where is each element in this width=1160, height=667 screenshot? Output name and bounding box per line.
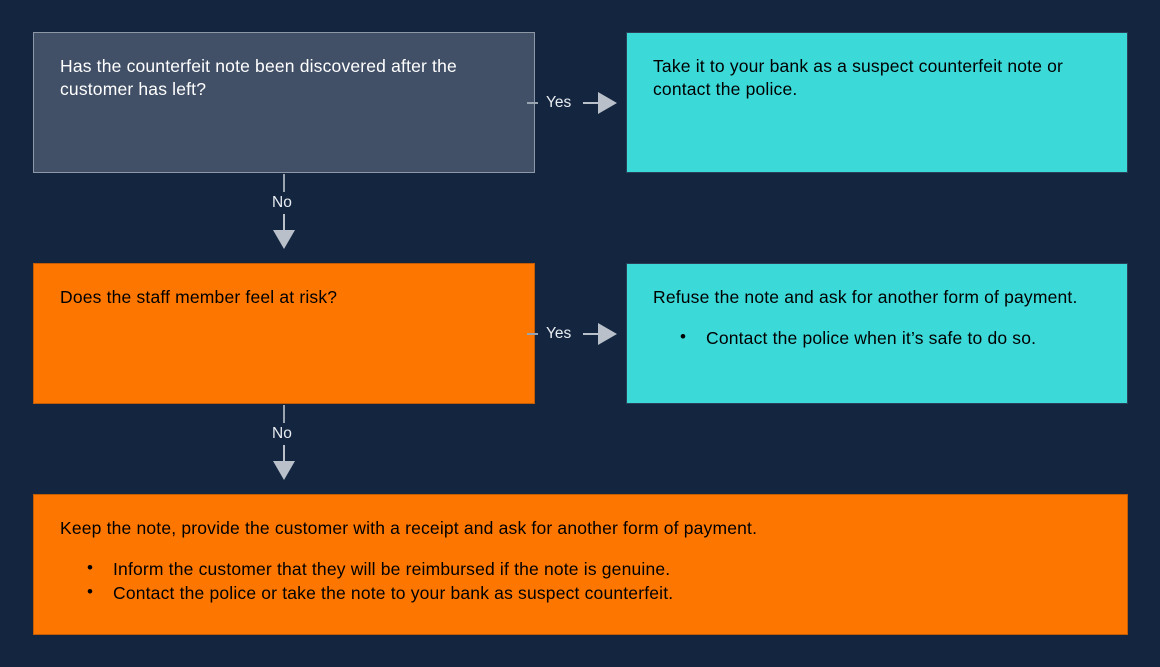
node-action-keep-note-bullets: Inform the customer that they will be re…: [60, 556, 1101, 605]
connector-discovered-yes-label: Yes: [546, 94, 572, 111]
text-spacer: [653, 309, 1101, 326]
node-action-refuse-note-bullets: Contact the police when it’s safe to do …: [653, 325, 1101, 350]
connector-discovered-no-label: No: [272, 194, 292, 211]
list-item: Inform the customer that they will be re…: [60, 556, 1101, 581]
connector-at-risk-yes-label: Yes: [546, 325, 572, 342]
connector-at-risk-no-shaft: [283, 445, 285, 463]
connector-discovered-yes-shaft: [583, 102, 599, 104]
node-question-at-risk-text: Does the staff member feel at risk?: [60, 287, 338, 307]
node-action-keep-note-text: Keep the note, provide the customer with…: [60, 518, 758, 538]
node-question-at-risk[interactable]: Does the staff member feel at risk?: [33, 263, 535, 404]
list-item: Contact the police or take the note to y…: [60, 580, 1101, 605]
arrow-right-icon: [598, 323, 617, 345]
node-question-discovered[interactable]: Has the counterfeit note been discovered…: [33, 32, 535, 173]
node-action-bank-or-police[interactable]: Take it to your bank as a suspect counte…: [626, 32, 1128, 173]
arrow-down-icon: [273, 461, 295, 480]
node-action-bank-or-police-text: Take it to your bank as a suspect counte…: [653, 56, 1064, 100]
arrow-down-icon: [273, 230, 295, 249]
connector-discovered-yes-stub: [527, 102, 538, 104]
connector-at-risk-yes-stub: [527, 333, 538, 335]
connector-at-risk-no-stub: [283, 405, 285, 423]
node-action-refuse-note-text: Refuse the note and ask for another form…: [653, 287, 1078, 307]
connector-discovered-no-stub: [283, 174, 285, 192]
node-action-refuse-note[interactable]: Refuse the note and ask for another form…: [626, 263, 1128, 404]
connector-at-risk-yes-shaft: [583, 333, 599, 335]
list-item: Contact the police when it’s safe to do …: [653, 325, 1101, 350]
arrow-right-icon: [598, 92, 617, 114]
node-action-keep-note[interactable]: Keep the note, provide the customer with…: [33, 494, 1128, 635]
connector-at-risk-no-label: No: [272, 425, 292, 442]
connector-discovered-no-shaft: [283, 214, 285, 232]
node-question-discovered-text: Has the counterfeit note been discovered…: [60, 56, 457, 100]
text-spacer: [60, 540, 1101, 557]
